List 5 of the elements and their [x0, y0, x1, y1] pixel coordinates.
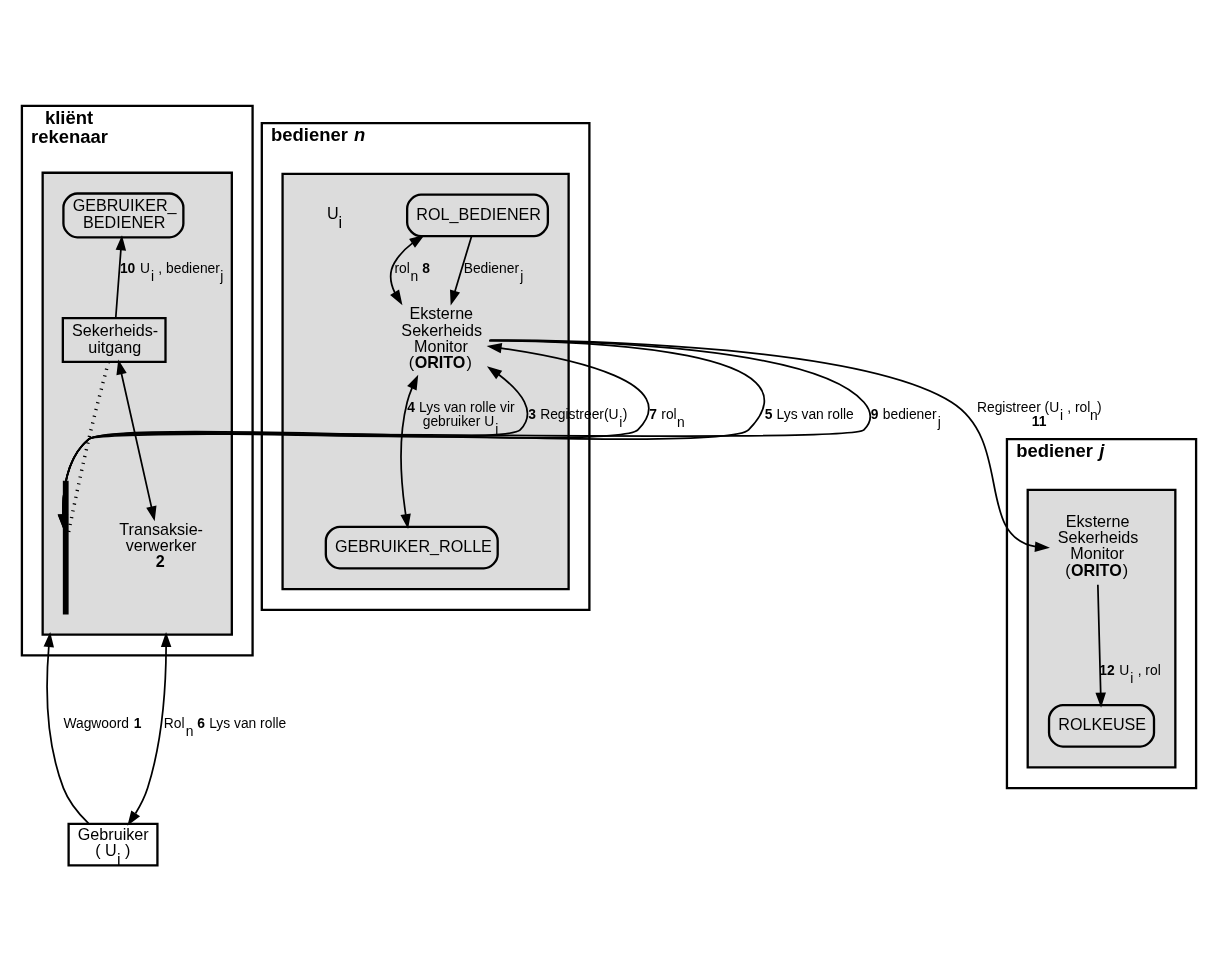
edge-label: Wagwoord 1: [63, 714, 142, 731]
node-text: Eksterne Sekerheids Monitor (ORITO): [401, 303, 483, 371]
node-text: Eksterne Sekerheids Monitor (ORITO): [1057, 511, 1139, 579]
node-text: Transaksie- verwerker 2: [119, 519, 203, 570]
edge-label: 5 Lys van rolle: [764, 405, 854, 422]
